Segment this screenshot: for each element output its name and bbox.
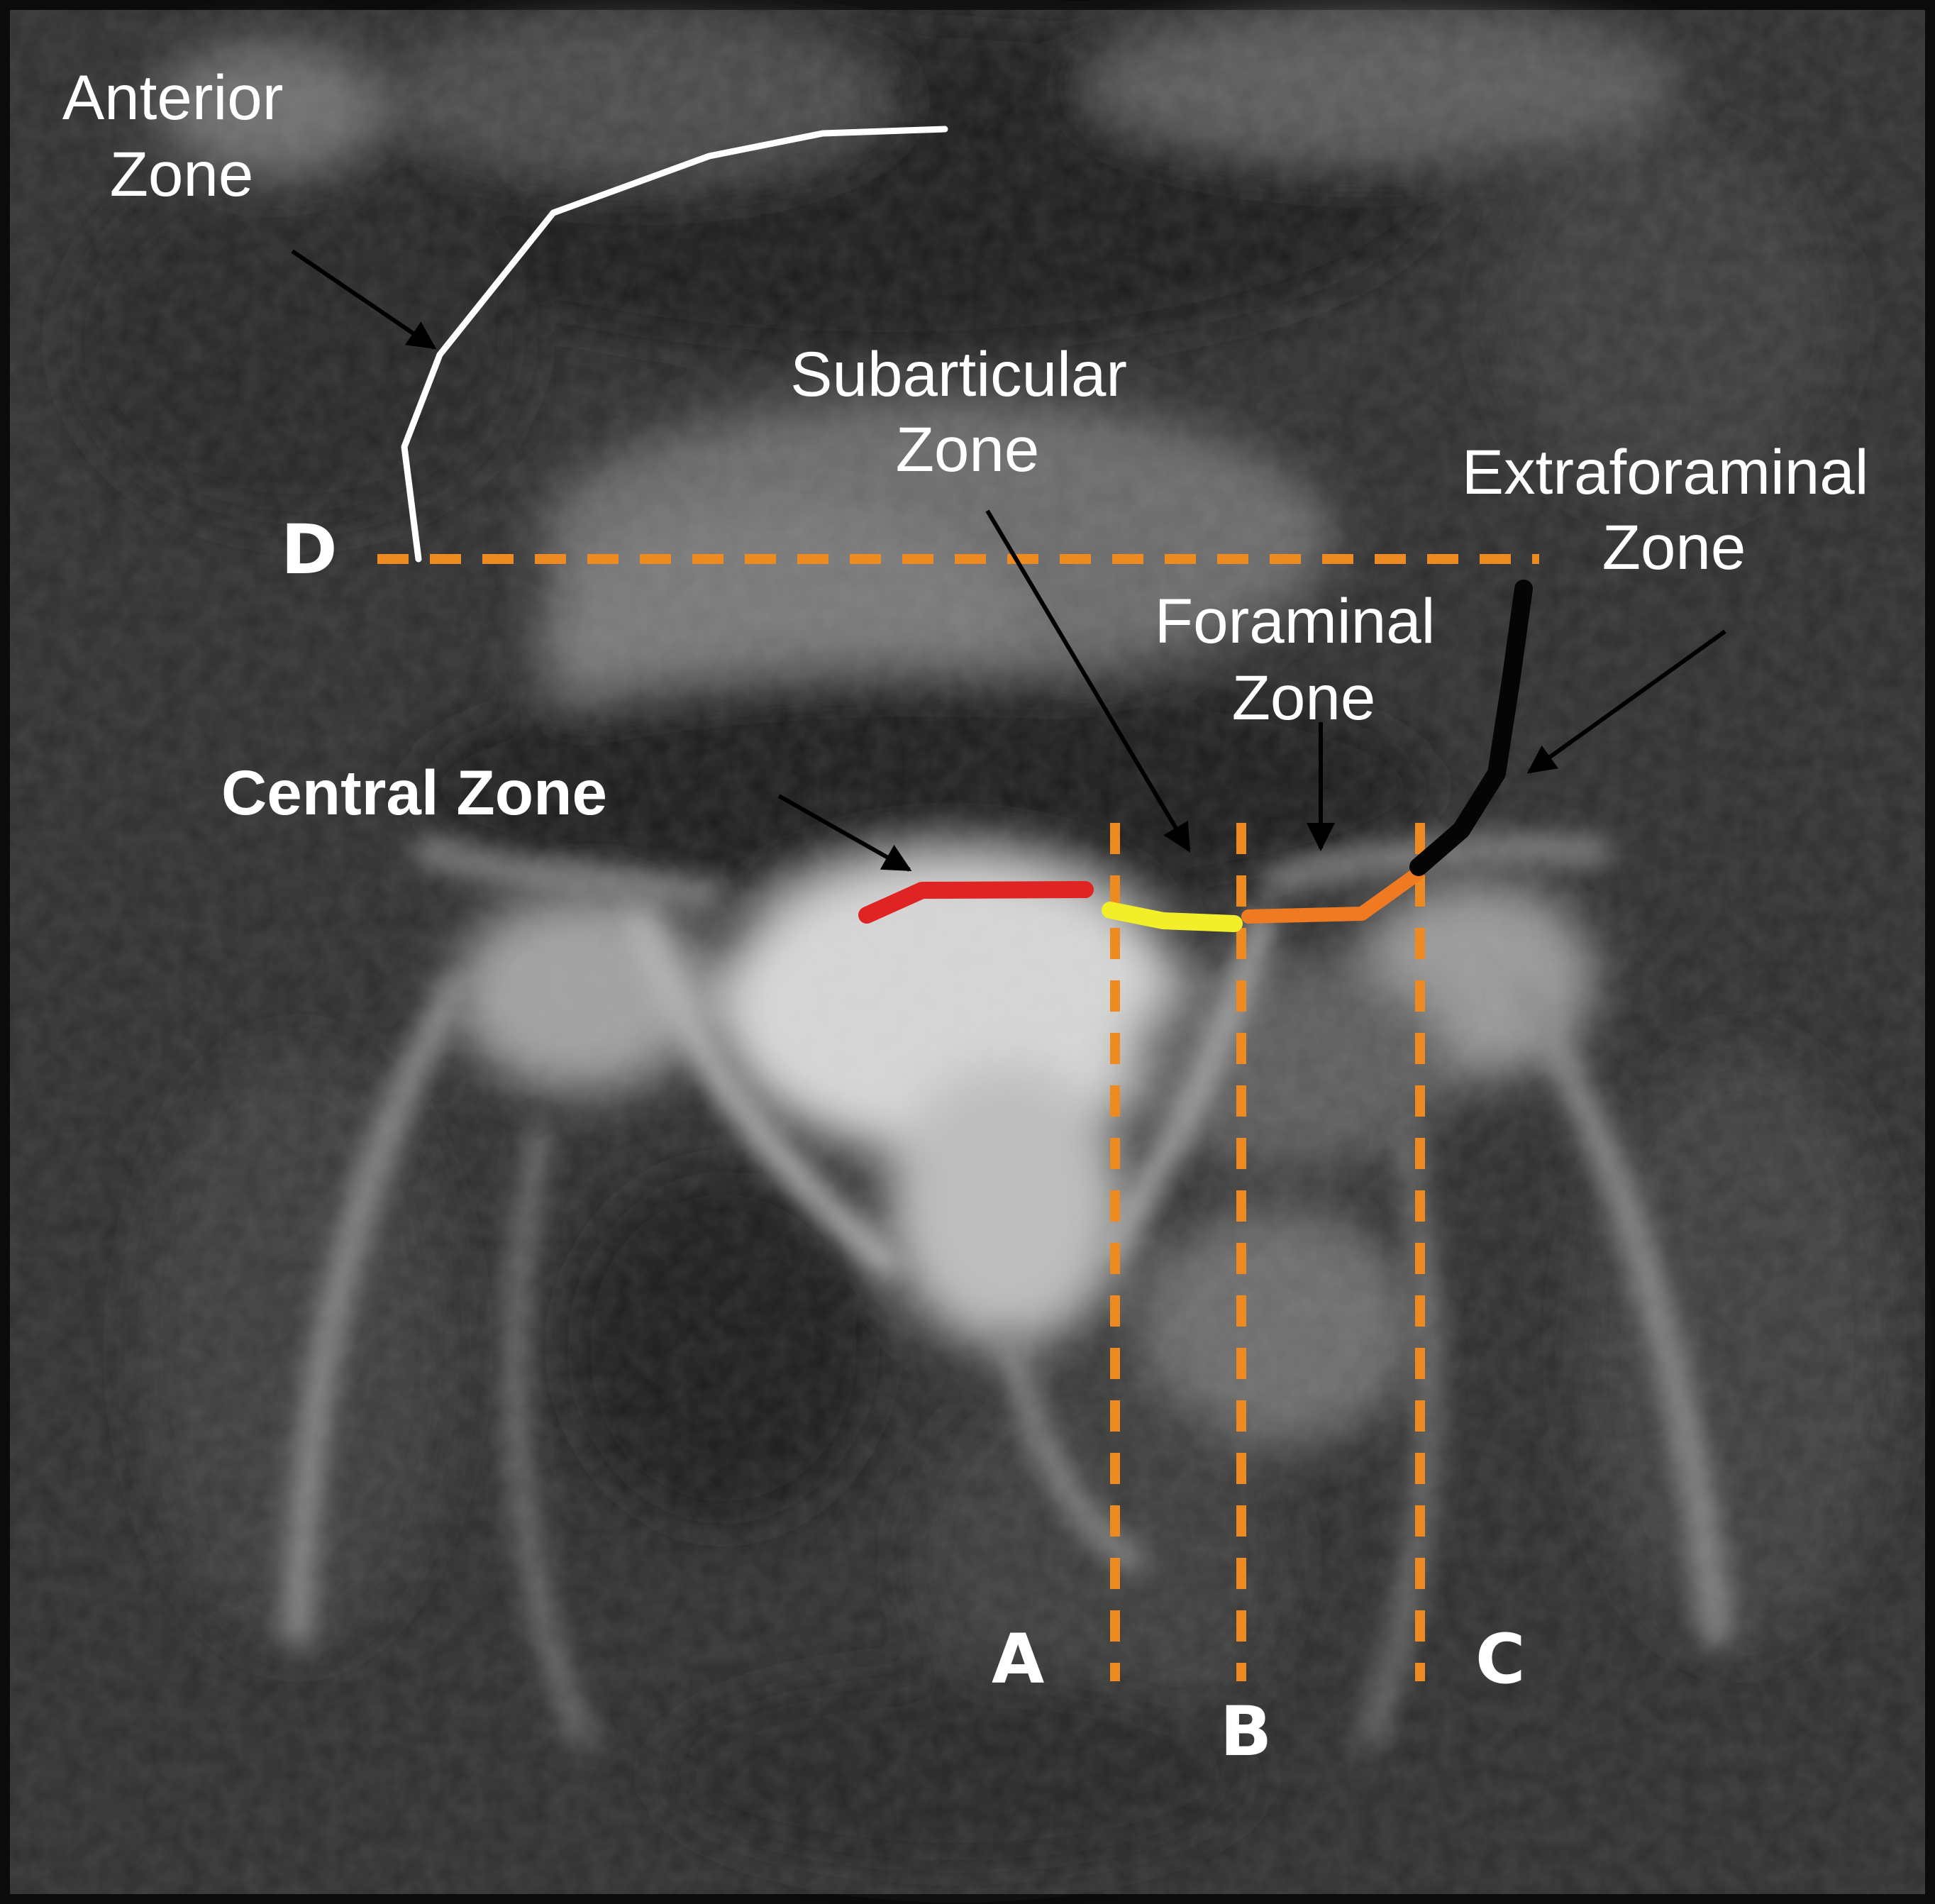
boundary-lines <box>377 554 1539 1681</box>
anterior-zone-label: Anterior Zone <box>62 62 301 209</box>
extraforaminal-zone-label: Extraforaminal Zone <box>1462 436 1887 582</box>
foraminal-zone-line <box>1241 867 1424 924</box>
subarticular-zone-arrow <box>985 509 1191 853</box>
central-zone-arrow <box>777 794 912 872</box>
anterior-zone-line <box>401 126 948 563</box>
boundary-letter-c: C <box>1475 1620 1525 1699</box>
central-zone-label: Central Zone <box>221 757 607 828</box>
anterior-zone-arrow <box>291 249 437 350</box>
extraforaminal-zone-arrow <box>1526 629 1726 774</box>
central-zone-line <box>858 881 1094 924</box>
zone-contours <box>401 126 1533 932</box>
extraforaminal-zone-line <box>1409 580 1533 876</box>
boundary-letter-a: A <box>992 1620 1044 1699</box>
subarticular-zone-label: Subarticular Zone <box>790 338 1145 485</box>
boundary-letter-d: D <box>281 510 338 590</box>
arrows <box>291 249 1726 872</box>
boundary-letter-b: B <box>1220 1692 1272 1771</box>
zone-labels: Anterior Zone Subarticular Zone Extrafor… <box>62 62 1887 828</box>
foraminal-zone-label: Foraminal Zone <box>1155 585 1453 733</box>
mri-anatomy <box>10 7 1925 1894</box>
subarticular-zone-line <box>1102 902 1243 932</box>
boundary-letters: D A B C <box>281 510 1525 1771</box>
